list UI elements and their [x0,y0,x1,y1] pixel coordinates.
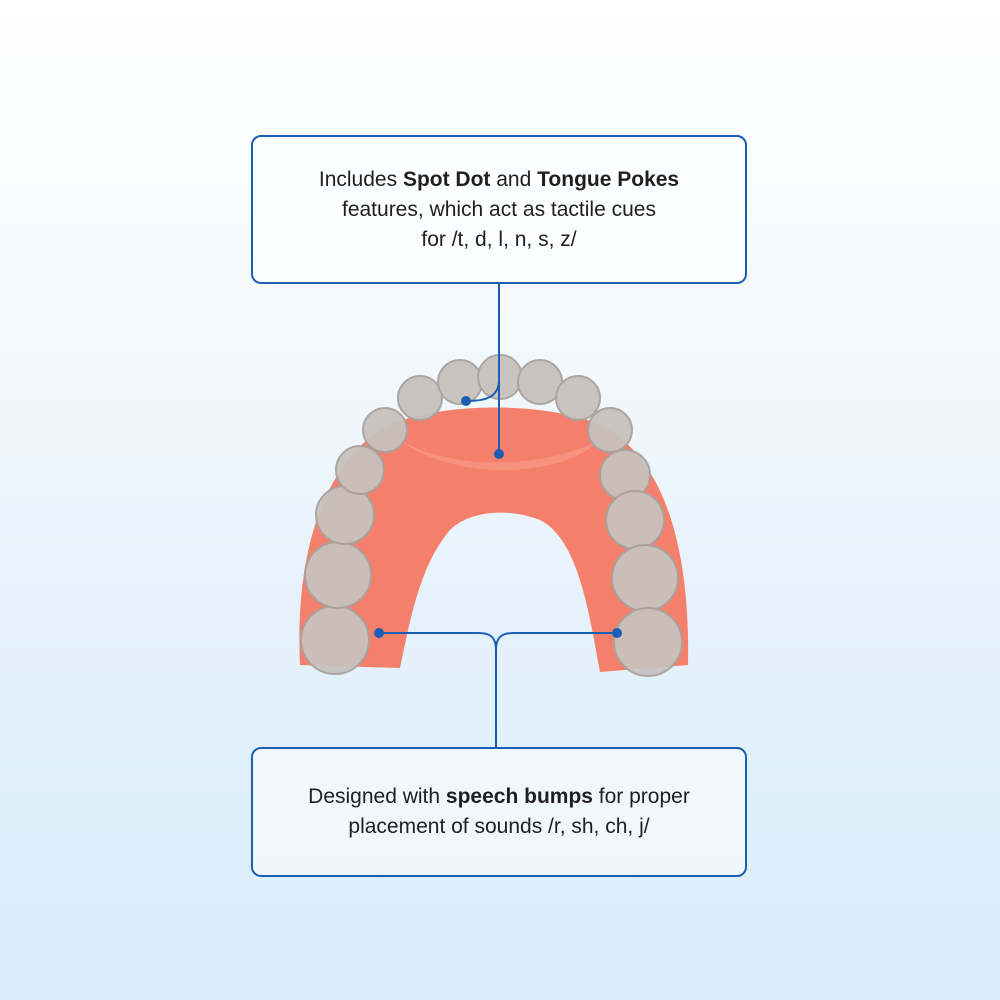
connector-lines [379,284,617,747]
callout-speech-bumps: Designed with speech bumps for proper pl… [251,747,747,877]
callout-dots [374,396,622,638]
retainer-palate [299,407,689,672]
tongue-pokes-label: Tongue Pokes [537,167,680,191]
speech-bump-right-marker [612,628,622,638]
callout-tactile-cues: Includes Spot Dot and Tongue Pokes featu… [251,135,747,284]
text: for proper [592,785,690,808]
spot-dot-marker [494,449,504,459]
text: Designed with [308,785,446,808]
speech-bump-left-marker [374,628,384,638]
text: for /t, d, l, n, s, z/ [421,227,577,251]
text: Includes [318,167,403,191]
tongue-poke-marker [461,396,471,406]
aligner-teeth [300,354,683,677]
speech-bumps-label: speech bumps [445,785,593,808]
text: and [490,167,538,191]
text: placement of sounds /r, sh, ch, j/ [348,815,650,838]
text: features, which act as tactile cues [341,197,656,221]
spot-dot-label: Spot Dot [402,167,491,191]
